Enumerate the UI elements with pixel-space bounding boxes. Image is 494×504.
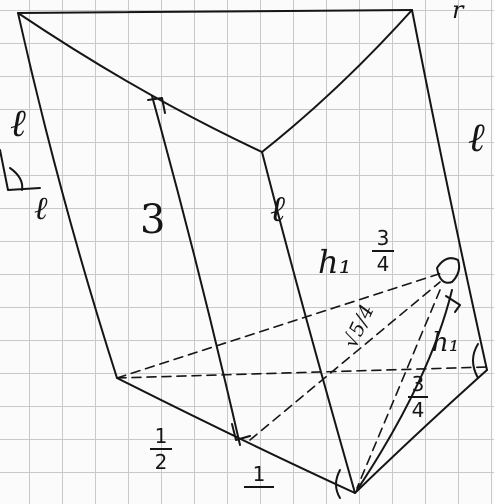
label-edge-middle: ℓ [270,189,285,230]
margin-angle-arc [9,167,24,191]
label-h1-lower: h₁ [432,328,460,358]
label-edge-right: ℓ [468,115,485,161]
lateral-edge-left [17,12,118,379]
right-angle-mark-bottom [231,423,251,441]
h1-solid [356,289,453,491]
label-edge-left: ℓ [10,101,26,145]
label-corner-top-right: r [452,0,464,24]
lateral-edge-right [411,9,488,371]
top-right-to-apex [261,9,413,153]
label-height: 3 [140,197,166,243]
base-edge-right [354,369,488,494]
label-edge-small: ℓ [34,189,48,227]
fraction-half-bottom: 1 [244,464,274,490]
fraction-three-quarters-mid: 3 4 [408,374,428,420]
top-edge [17,9,413,14]
height-line [151,95,241,446]
diagonal-from-bottom [249,281,441,441]
foot-mark [436,257,461,284]
base-edge-left [116,377,356,494]
bottom-arc [335,469,341,499]
label-h1-top: h₁ [318,243,352,281]
diagonal-to-top-right [116,271,446,379]
fraction-half-left: 1 2 [150,426,172,472]
right-angle-mark-top [147,97,166,114]
corner-arc [472,343,479,379]
lateral-edge-middle [261,151,356,494]
margin-angle-mark [0,149,41,191]
foot-arrow [445,295,461,313]
base-edge-hidden [116,366,488,379]
h1-dashed [356,289,441,489]
top-left-to-apex [17,12,263,153]
fraction-three-quarters-top: 3 4 [372,228,394,274]
